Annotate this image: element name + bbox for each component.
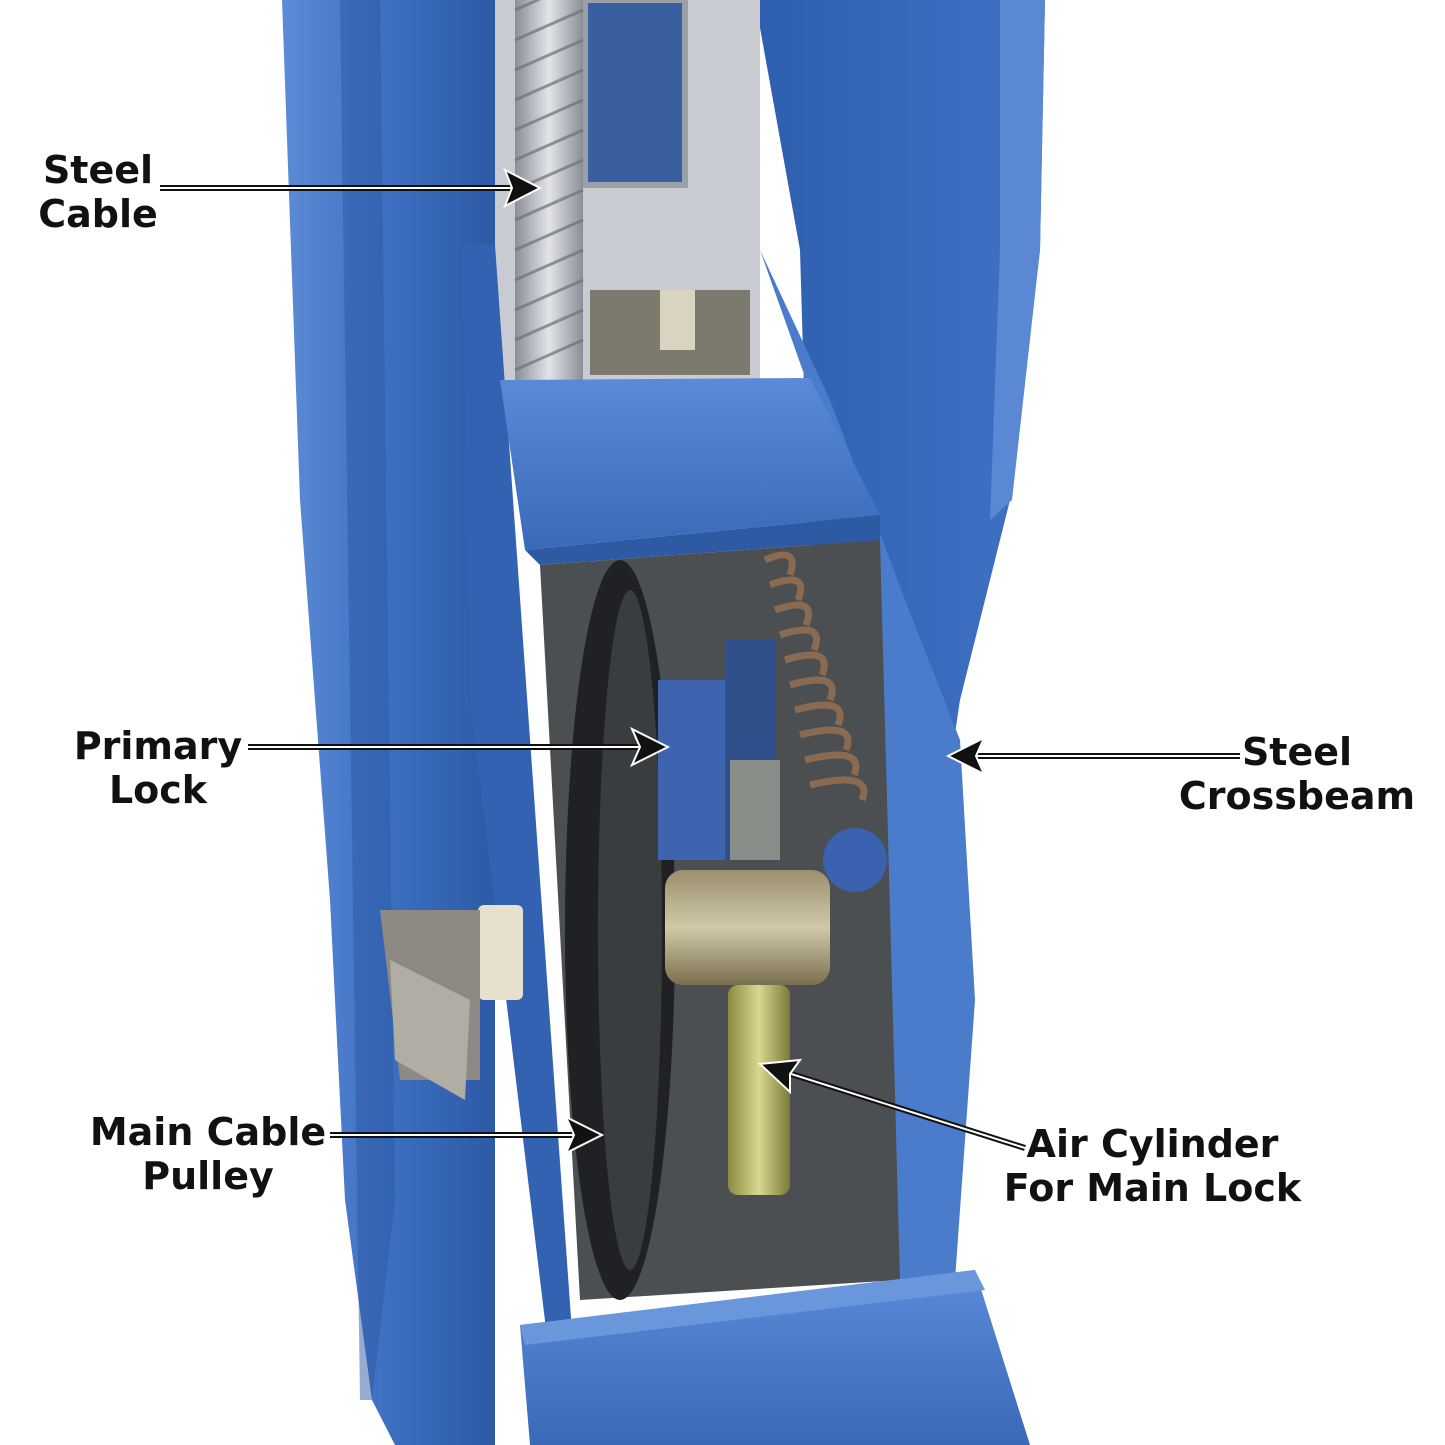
- axle-bolt: [478, 905, 523, 1000]
- arrowhead-main-cable-pulley: [563, 1114, 605, 1156]
- arrowhead-steel-crossbeam: [945, 735, 987, 777]
- label-primary-lock-line2: Lock: [108, 768, 208, 812]
- air-cylinder-body: [728, 985, 790, 1195]
- lock-pivot: [823, 828, 887, 892]
- crossbeam-left-wall: [462, 245, 580, 1445]
- label-steel-cable: Steel Cable: [28, 148, 168, 236]
- label-steel-cable-line1: Steel: [42, 148, 154, 192]
- lock-rod: [730, 760, 780, 860]
- bracket-hardware-light: [660, 290, 695, 350]
- primary-lock-block: [658, 680, 728, 860]
- lock-spring: [763, 551, 868, 802]
- label-steel-crossbeam-line1: Steel: [1241, 730, 1353, 774]
- inner-steel-slot: [585, 0, 685, 185]
- arrowhead-air-cylinder: [757, 1058, 803, 1095]
- crossbeam-top-edge: [525, 515, 880, 565]
- steel-cable-strands: [514, 0, 584, 372]
- arrowhead-steel-cable: [503, 167, 543, 209]
- crossbeam-right-wall: [760, 250, 975, 1280]
- arrowhead-primary-lock: [629, 726, 671, 768]
- lower-bracket-arm: [390, 960, 470, 1100]
- label-primary-lock-line1: Primary: [73, 724, 243, 768]
- main-cable-pulley-inner: [598, 590, 662, 1270]
- label-air-cylinder-line2: For Main Lock: [1003, 1166, 1302, 1210]
- crossbeam-top-plate: [500, 378, 880, 550]
- label-air-cylinder: Air Cylinder For Main Lock: [1000, 1122, 1305, 1210]
- label-air-cylinder-line1: Air Cylinder: [1026, 1122, 1279, 1166]
- label-main-cable-pulley-line1: Main Cable: [89, 1110, 327, 1154]
- label-main-cable-pulley: Main Cable Pulley: [88, 1110, 328, 1198]
- label-main-cable-pulley-line2: Pulley: [142, 1154, 274, 1198]
- right-column-edge: [990, 0, 1045, 520]
- inner-steel-slot-frame: [582, 0, 688, 188]
- label-steel-cable-line2: Cable: [38, 192, 158, 236]
- left-column-shadow: [340, 0, 395, 1400]
- label-steel-crossbeam-line2: Crossbeam: [1178, 774, 1416, 818]
- label-primary-lock: Primary Lock: [68, 724, 248, 812]
- arrows: [160, 167, 1240, 1156]
- label-steel-crossbeam: Steel Crossbeam: [1172, 730, 1422, 818]
- lock-shaft: [665, 870, 830, 985]
- bottom-carriage-edge: [520, 1270, 985, 1345]
